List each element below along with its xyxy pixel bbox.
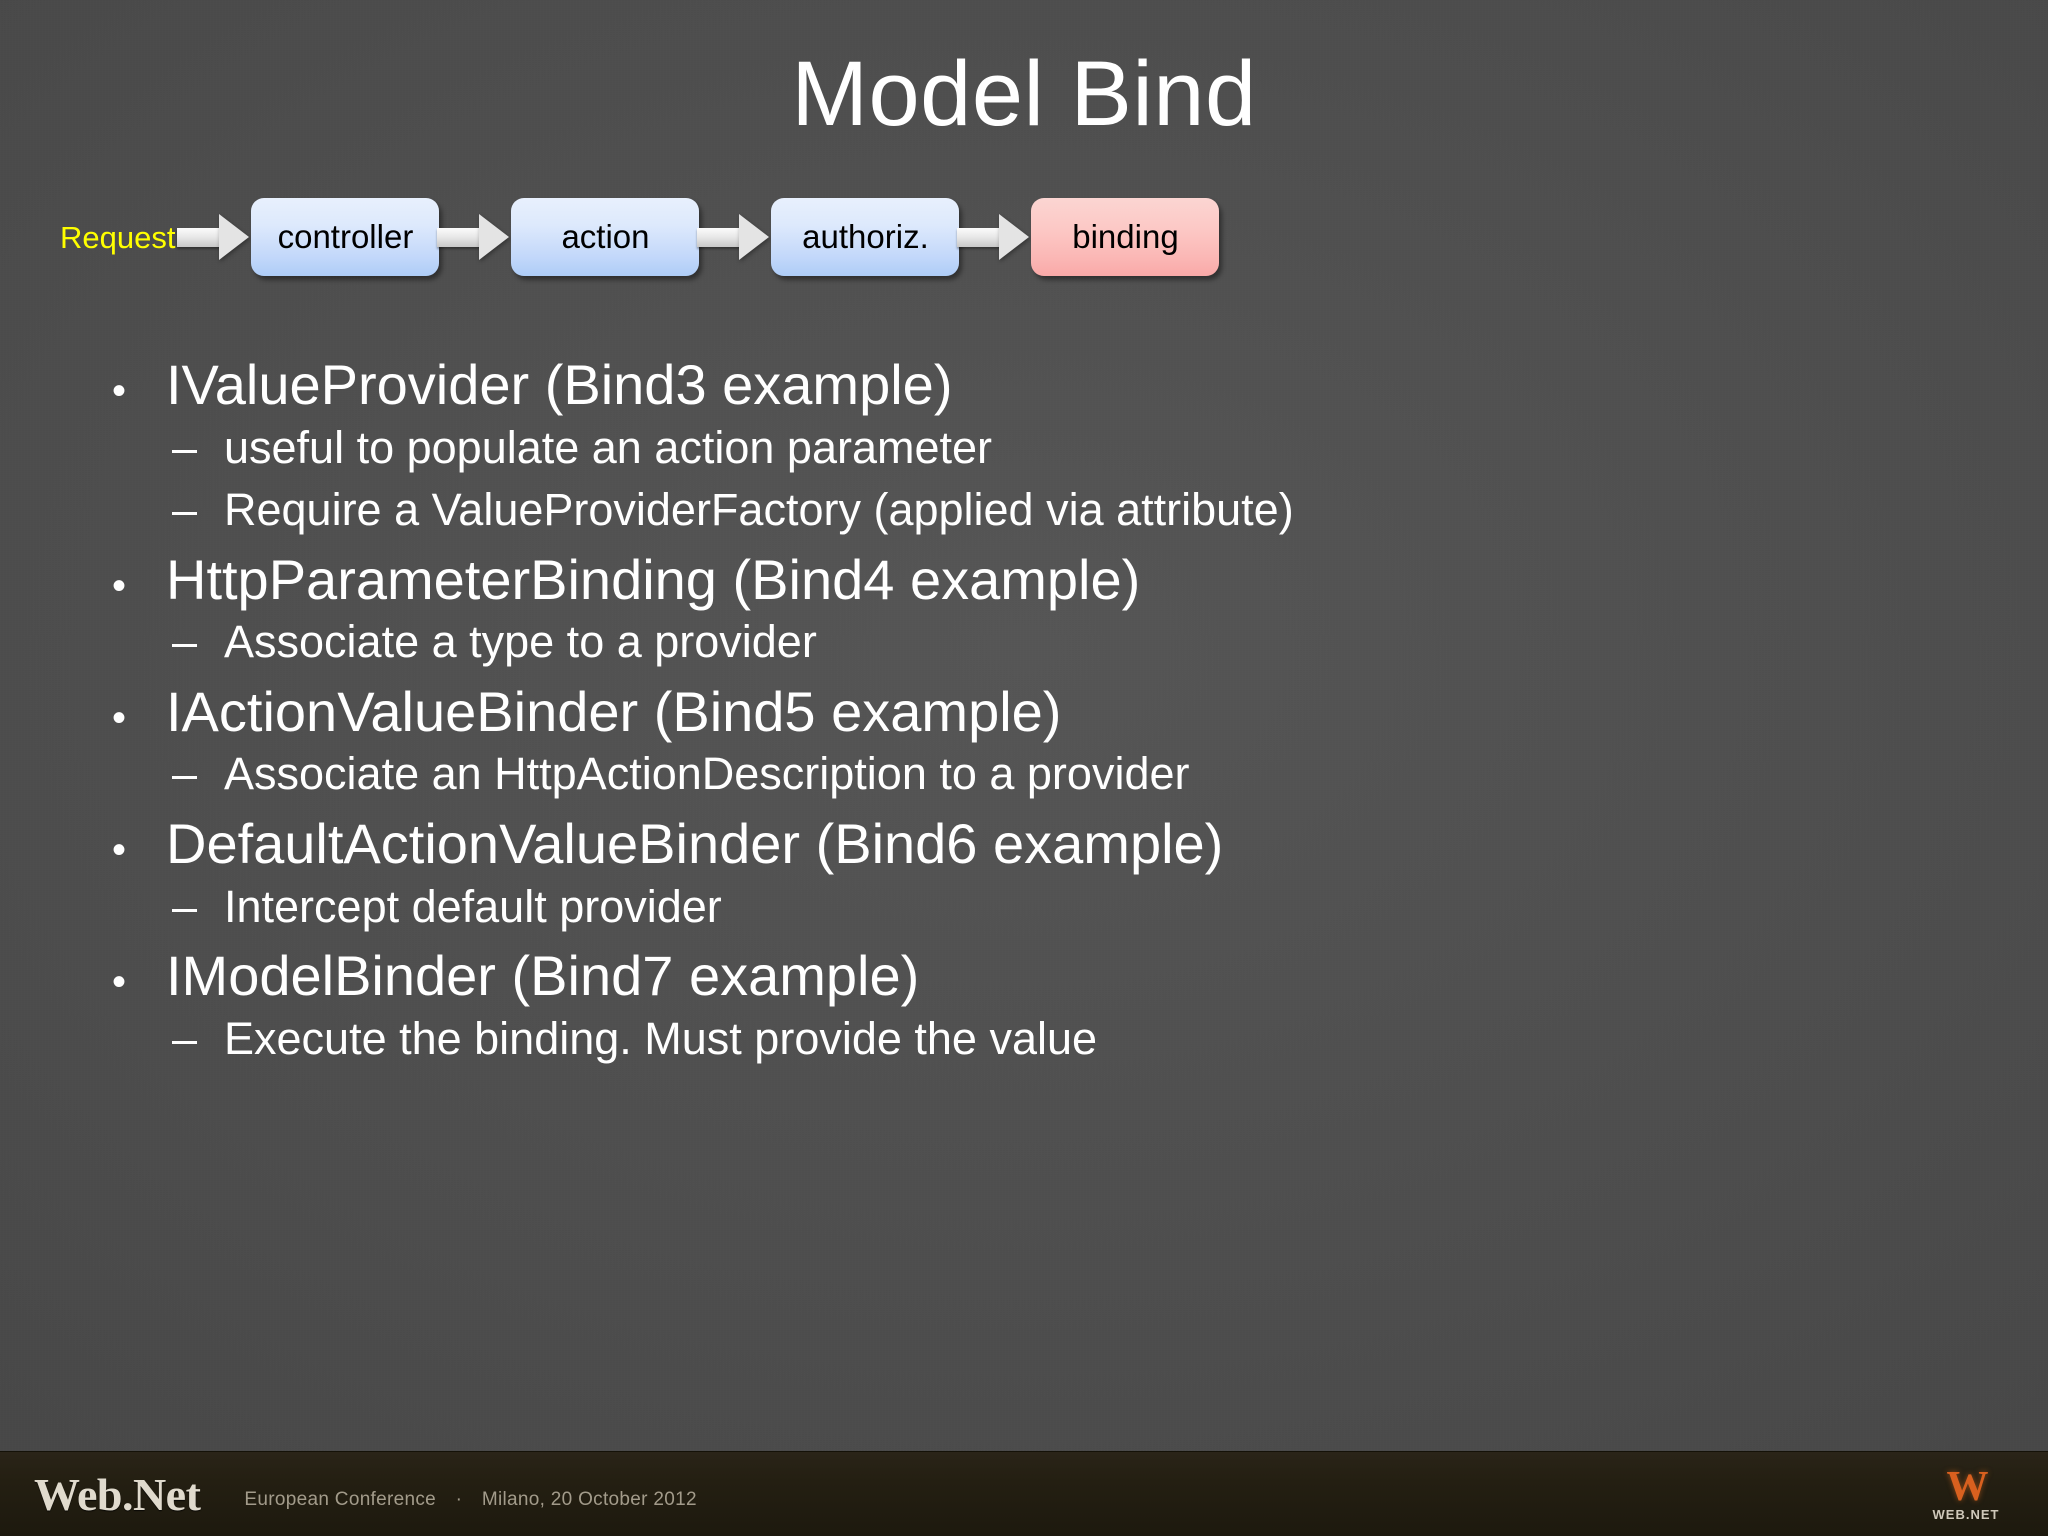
footer-event-info: European Conference · Milano, 20 October… [244, 1489, 696, 1511]
sub-bullet-text: Associate a type to a provider [224, 616, 817, 668]
sub-bullet-marker-icon: – [172, 1012, 198, 1064]
bullet-marker-icon: • [112, 563, 127, 608]
flow-node-label: binding [1072, 218, 1179, 255]
sub-bullet-marker-icon: – [172, 484, 198, 536]
bullet-text: IModelBinder (Bind7 example) [166, 944, 920, 1008]
arrow-icon [177, 214, 253, 260]
arrow-icon [437, 214, 513, 260]
sub-bullet-item: – Execute the binding. Must provide the … [106, 1013, 1986, 1066]
bullet-marker-icon: • [112, 828, 127, 873]
sub-bullet-item: – Associate a type to a provider [106, 616, 1986, 669]
bullet-item: • IModelBinder (Bind7 example) [106, 943, 1986, 1009]
sub-bullet-marker-icon: – [172, 748, 198, 800]
bullet-list: • IValueProvider (Bind3 example) – usefu… [106, 352, 1986, 1075]
sub-bullet-item: – useful to populate an action parameter [106, 422, 1986, 475]
bullet-marker-icon: • [112, 960, 127, 1005]
sub-bullet-item: – Require a ValueProviderFactory (applie… [106, 484, 1986, 537]
bullet-item: • HttpParameterBinding (Bind4 example) [106, 547, 1986, 613]
flow-node-authoriz[interactable]: authoriz. [771, 198, 960, 276]
bullet-text: HttpParameterBinding (Bind4 example) [166, 547, 1141, 611]
webnet-logo: Web.Net [34, 1468, 201, 1520]
footer-event-name: European Conference [244, 1489, 437, 1510]
flow-node-controller[interactable]: controller [251, 198, 440, 276]
bullet-marker-icon: • [112, 369, 127, 413]
flow-entry-label: Request [60, 219, 176, 255]
sub-bullet-marker-icon: – [172, 616, 198, 668]
flow-diagram: Request controller action authoriz. bind… [60, 192, 1220, 282]
bullet-text: IActionValueBinder (Bind5 example) [166, 679, 1062, 743]
bullet-item: • IValueProvider (Bind3 example) [106, 352, 1986, 418]
arrow-icon [957, 214, 1033, 260]
webnet-mark-text: WEB.NET [1932, 1507, 2000, 1523]
bullet-text: IValueProvider (Bind3 example) [166, 353, 953, 416]
flow-node-label: controller [277, 218, 414, 255]
sub-bullet-text: Execute the binding. Must provide the va… [224, 1012, 1098, 1064]
webnet-mark-icon: W WEB.NET [1906, 1458, 2026, 1532]
flow-node-binding[interactable]: binding [1031, 198, 1220, 276]
bullet-item: • IActionValueBinder (Bind5 example) [106, 679, 1986, 745]
sub-bullet-text: useful to populate an action parameter [224, 421, 993, 473]
sub-bullet-marker-icon: – [172, 421, 198, 473]
sub-bullet-item: – Intercept default provider [106, 881, 1986, 934]
bullet-marker-icon: • [112, 695, 127, 740]
flow-node-action[interactable]: action [511, 198, 700, 276]
flow-node-label: authoriz. [802, 218, 929, 255]
bullet-text: DefaultActionValueBinder (Bind6 example) [166, 812, 1224, 876]
slide-footer: Web.Net European Conference · Milano, 20… [0, 1451, 2048, 1536]
sub-bullet-text: Intercept default provider [224, 880, 722, 932]
footer-separator: · [455, 1489, 463, 1510]
sub-bullet-text: Associate an HttpActionDescription to a … [224, 748, 1190, 800]
arrow-icon [697, 214, 773, 260]
w-glyph-icon: W [1946, 1463, 1989, 1510]
sub-bullet-item: – Associate an HttpActionDescription to … [106, 748, 1986, 801]
page-title: Model Bind [791, 43, 1257, 145]
sub-bullet-text: Require a ValueProviderFactory (applied … [224, 484, 1294, 536]
flow-node-label: action [561, 218, 650, 255]
bullet-item: • DefaultActionValueBinder (Bind6 exampl… [106, 811, 1986, 877]
footer-location-date: Milano, 20 October 2012 [481, 1489, 697, 1510]
sub-bullet-marker-icon: – [172, 880, 198, 932]
